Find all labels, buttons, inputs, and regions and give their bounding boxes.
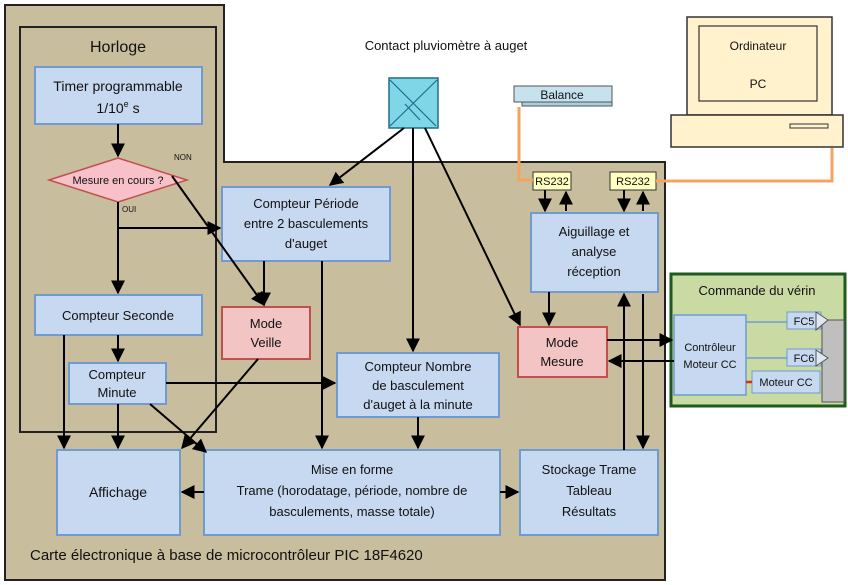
routing-line1: Aiguillage et <box>559 224 630 239</box>
computer-line1: Ordinateur <box>730 39 787 53</box>
serial-wire-balance <box>517 107 533 182</box>
dc-controller-line2: Moteur CC <box>683 359 736 371</box>
formatting-line3: basculements, masse totale) <box>269 504 434 519</box>
dc-controller-line1: Contrôleur <box>684 342 736 354</box>
display-label: Affichage <box>89 484 147 500</box>
counter-count-line1: Compteur Nombre <box>365 359 472 374</box>
measure-mode-block <box>517 326 608 378</box>
serial-wire-pc <box>656 148 834 183</box>
counter-second-label: Compteur Seconde <box>62 308 174 323</box>
rain-gauge-contact-icon <box>388 77 439 129</box>
counter-count-line3: d'auget à la minute <box>363 397 472 412</box>
measure-mode-line2: Mesure <box>540 354 583 369</box>
computer-icon <box>670 16 844 148</box>
formatting-block <box>203 449 501 536</box>
sleep-mode-line2: Veille <box>250 335 281 350</box>
display-block <box>56 449 181 536</box>
timer-block <box>34 66 203 125</box>
rs232-right-label: RS232 <box>616 176 650 188</box>
timer-period: 1/10e s <box>96 99 139 116</box>
non-label: NON <box>174 153 192 162</box>
actuator-title: Commande du vérin <box>698 283 815 298</box>
balance-device <box>513 85 613 107</box>
storage-line2: Tableau <box>566 483 612 498</box>
storage-line3: Résultats <box>562 504 617 519</box>
fc6-label: FC6 <box>794 353 815 365</box>
routing-line2: analyse <box>572 244 617 259</box>
counter-period-block <box>221 186 391 262</box>
routing-block <box>530 212 659 293</box>
timer-label: Timer programmable <box>53 78 183 94</box>
balance-label: Balance <box>540 88 584 102</box>
storage-block <box>519 449 659 536</box>
microcontroller-board <box>4 4 666 581</box>
counter-second-block <box>34 294 203 336</box>
clock-title: Horloge <box>90 39 146 56</box>
decision-label: Mesure en cours ? <box>72 175 163 187</box>
storage-line1: Stockage Trame <box>542 462 637 477</box>
counter-period-line1: Compteur Période <box>253 196 359 211</box>
board-caption: Carte électronique à base de microcontrô… <box>30 547 423 564</box>
decision-diamond <box>46 157 190 203</box>
formatting-line2: Trame (horodatage, période, nombre de <box>237 483 468 498</box>
counter-minute-line2: Minute <box>97 385 136 400</box>
counter-minute-line1: Compteur <box>88 367 146 382</box>
counter-count-block <box>336 352 500 418</box>
contact-label: Contact pluviomètre à auget <box>365 38 528 53</box>
oui-label: OUI <box>122 205 136 214</box>
formatting-line1: Mise en forme <box>311 462 393 477</box>
measure-mode-line1: Mode <box>546 335 579 350</box>
sleep-mode-block <box>221 306 311 360</box>
counter-period-line3: d'auget <box>285 236 328 251</box>
sleep-mode-line1: Mode <box>250 316 283 331</box>
dc-motor-label: Moteur CC <box>759 377 812 389</box>
rs232-left-label: RS232 <box>535 176 569 188</box>
computer-line2: PC <box>750 77 767 91</box>
counter-count-line2: de basculement <box>372 378 464 393</box>
dc-controller-block <box>673 314 747 396</box>
connectors <box>57 124 674 499</box>
counter-period-line2: entre 2 basculements <box>244 216 369 231</box>
routing-line3: réception <box>567 264 620 279</box>
fc5-label: FC5 <box>794 316 815 328</box>
actuator-icon <box>815 311 845 403</box>
